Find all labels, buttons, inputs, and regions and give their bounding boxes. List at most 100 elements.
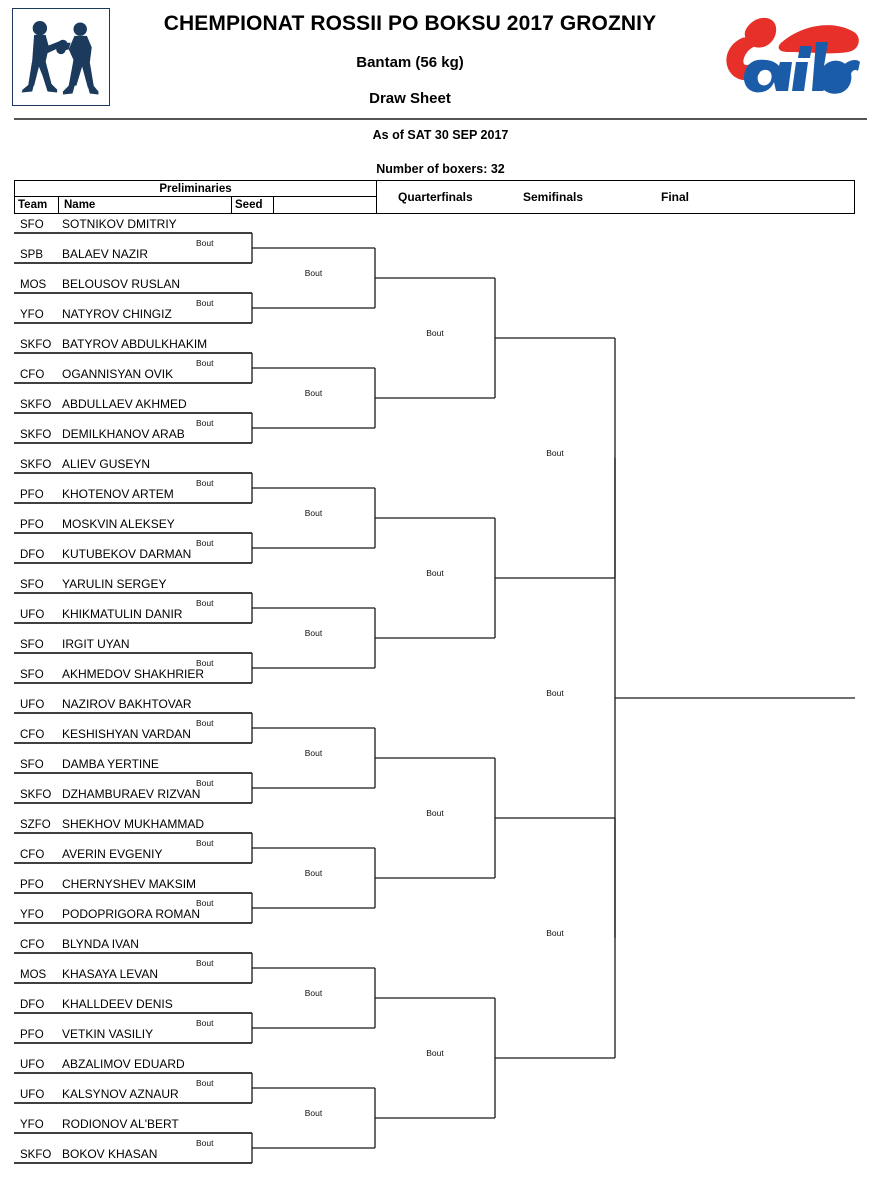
boxer-name: VETKIN VASILIY: [62, 1027, 153, 1041]
bout-label-round2: Bout: [305, 508, 323, 518]
boxer-name: SOTNIKOV DMITRIY: [62, 217, 177, 231]
page-title: CHEMPIONAT ROSSII PO BOKSU 2017 GROZNIY: [163, 12, 657, 35]
bout-label-round2: Bout: [305, 988, 323, 998]
number-of-boxers: Number of boxers: 32: [376, 162, 505, 176]
boxer-team: DFO: [20, 999, 44, 1011]
boxer-team: SFO: [20, 639, 44, 651]
boxer-name: DEMILKHANOV ARAB: [62, 427, 185, 441]
boxer-name: AVERIN EVGENIY: [62, 847, 162, 861]
bout-label-semifinals: Bout: [546, 448, 564, 458]
boxer-team: SKFO: [20, 459, 51, 471]
boxer-team: UFO: [20, 699, 44, 711]
boxer-team: YFO: [20, 309, 44, 321]
boxer-name: BOKOV KHASAN: [62, 1147, 157, 1161]
boxer-name: IRGIT UYAN: [62, 637, 130, 651]
boxer-name: KUTUBEKOV DARMAN: [62, 547, 191, 561]
boxer-team: UFO: [20, 609, 44, 621]
boxer-name: BLYNDA IVAN: [62, 937, 139, 951]
finals-header-group: Quarterfinals Semifinals Final: [378, 181, 854, 213]
boxer-team: SKFO: [20, 399, 51, 411]
bout-label-round2: Bout: [305, 748, 323, 758]
boxer-team: CFO: [20, 369, 44, 381]
bout-label-preliminaries: Bout: [196, 1018, 214, 1028]
boxer-team: UFO: [20, 1059, 44, 1071]
bout-label-final: Bout: [546, 688, 564, 698]
boxer-name: RODIONOV AL'BERT: [62, 1117, 179, 1131]
boxer-team: SPB: [20, 249, 43, 261]
boxer-team: CFO: [20, 729, 44, 741]
boxer-team: SKFO: [20, 789, 51, 801]
boxer-name: DAMBA YERTINE: [62, 757, 159, 771]
boxer-team: UFO: [20, 1089, 44, 1101]
bout-label-preliminaries: Bout: [196, 898, 214, 908]
bout-label-preliminaries: Bout: [196, 298, 214, 308]
bout-label-quarterfinals: Bout: [426, 568, 444, 578]
bout-label-preliminaries: Bout: [196, 418, 214, 428]
boxer-team: PFO: [20, 879, 44, 891]
boxer-team: SFO: [20, 759, 44, 771]
boxer-name: BATYROV ABDULKHAKIM: [62, 337, 207, 351]
preliminaries-header-group: Preliminaries Team Name Seed: [15, 181, 377, 214]
boxer-name: KHASAYA LEVAN: [62, 967, 158, 981]
boxer-name: KHIKMATULIN DANIR: [62, 607, 183, 621]
boxer-team: SKFO: [20, 429, 51, 441]
boxer-name: CHERNYSHEV MAKSIM: [62, 877, 196, 891]
boxer-team: SKFO: [20, 1149, 51, 1161]
bout-label-round2: Bout: [305, 868, 323, 878]
bout-label-round2: Bout: [305, 388, 323, 398]
column-header-quarterfinals: Quarterfinals: [398, 190, 473, 204]
boxers-silhouette-icon: [12, 8, 110, 106]
boxer-name: DZHAMBURAEV RIZVAN: [62, 787, 200, 801]
bout-label-preliminaries: Bout: [196, 538, 214, 548]
bout-label-preliminaries: Bout: [196, 838, 214, 848]
bout-label-preliminaries: Bout: [196, 958, 214, 968]
weight-class-label: Bantam (56 kg): [356, 54, 464, 71]
bout-label-preliminaries: Bout: [196, 598, 214, 608]
boxer-name: KESHISHYAN VARDAN: [62, 727, 191, 741]
bout-label-preliminaries: Bout: [196, 658, 214, 668]
bout-label-semifinals: Bout: [546, 928, 564, 938]
boxer-name: KHOTENOV ARTEM: [62, 487, 174, 501]
boxer-team: YFO: [20, 909, 44, 921]
boxer-name: OGANNISYAN OVIK: [62, 367, 173, 381]
column-header-final: Final: [661, 190, 690, 204]
boxer-name: ABDULLAEV AKHMED: [62, 397, 187, 411]
bout-label-preliminaries: Bout: [196, 358, 214, 368]
aiba-logo-icon: [712, 8, 864, 100]
column-header-table: Preliminaries Team Name Seed Quarterfina…: [14, 180, 855, 214]
boxer-team: SKFO: [20, 339, 51, 351]
boxer-team: PFO: [20, 519, 44, 531]
boxer-team: SFO: [20, 579, 44, 591]
bout-label-round2: Bout: [305, 1108, 323, 1118]
column-header-team: Team: [15, 197, 59, 214]
boxer-name: MOSKVIN ALEKSEY: [62, 517, 175, 531]
header-divider: [14, 118, 867, 120]
bout-label-preliminaries: Bout: [196, 1078, 214, 1088]
boxer-name: NATYROV CHINGIZ: [62, 307, 172, 321]
column-header-seed: Seed: [232, 197, 274, 214]
bout-label-preliminaries: Bout: [196, 238, 214, 248]
boxer-name: KALSYNOV AZNAUR: [62, 1087, 179, 1101]
bout-label-quarterfinals: Bout: [426, 1048, 444, 1058]
bout-label-preliminaries: Bout: [196, 1138, 214, 1148]
boxer-team: DFO: [20, 549, 44, 561]
bout-label-preliminaries: Bout: [196, 778, 214, 788]
boxer-name: BALAEV NAZIR: [62, 247, 148, 261]
boxer-team: CFO: [20, 849, 44, 861]
boxer-name: YARULIN SERGEY: [62, 577, 166, 591]
boxer-name: NAZIROV BAKHTOVAR: [62, 697, 192, 711]
boxer-name: ABZALIMOV EDUARD: [62, 1057, 185, 1071]
boxer-team: MOS: [20, 969, 47, 981]
column-header-semifinals: Semifinals: [523, 190, 584, 204]
as-of-date: As of SAT 30 SEP 2017: [372, 128, 509, 142]
boxer-name: ALIEV GUSEYN: [62, 457, 150, 471]
boxer-name: BELOUSOV RUSLAN: [62, 277, 180, 291]
bout-label-round2: Bout: [305, 268, 323, 278]
bout-label-preliminaries: Bout: [196, 718, 214, 728]
boxer-team: SFO: [20, 669, 44, 681]
column-header-name: Name: [59, 197, 232, 214]
bout-label-round2: Bout: [305, 628, 323, 638]
boxer-team: MOS: [20, 279, 47, 291]
